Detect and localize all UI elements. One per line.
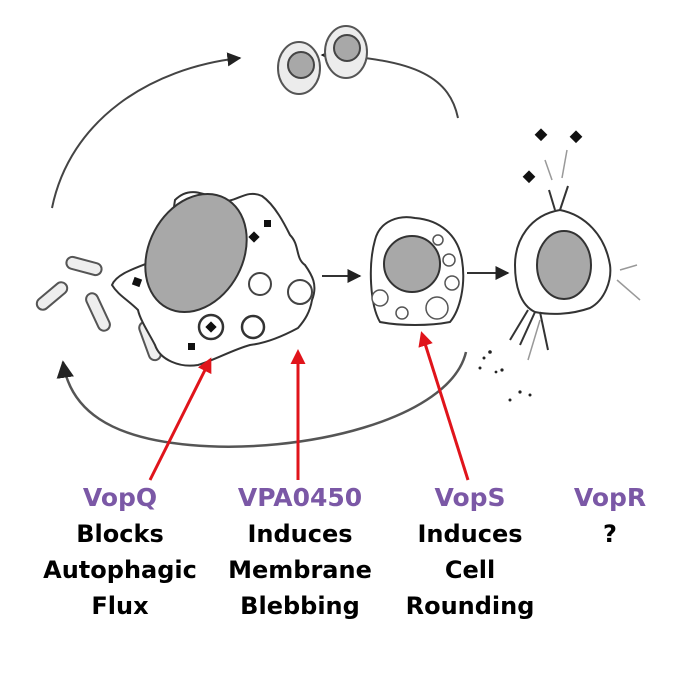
effect-line: Blebbing: [240, 592, 360, 620]
effect-line: Induces: [417, 520, 523, 548]
cycle-arrow-bottom: [56, 351, 468, 448]
released-cells: [277, 25, 368, 95]
effector-name: VPA0450: [237, 483, 363, 512]
effect-line: Rounding: [405, 592, 535, 620]
effector-name: VopS: [434, 483, 506, 512]
effect-line: ?: [603, 520, 617, 548]
cycle-arrow-top-left: [51, 52, 242, 209]
vops-pointer-arrow: [418, 331, 470, 481]
vopq-pointer-arrow: [148, 357, 212, 481]
effect-line: Induces: [247, 520, 353, 548]
effector-vopq: VopQ Blocks Autophagic Flux: [30, 480, 210, 624]
effector-name: VopR: [573, 483, 647, 512]
effect-line: Flux: [91, 592, 149, 620]
rounded-cell: [369, 216, 465, 326]
effect-line: Membrane: [228, 556, 372, 584]
effector-vops: VopS Induces Cell Rounding: [390, 480, 550, 624]
effector-vpa0450: VPA0450 Induces Membrane Blebbing: [210, 480, 390, 624]
infected-cell: [110, 191, 316, 367]
effector-name: VopQ: [82, 483, 158, 512]
effect-line: Cell: [444, 556, 496, 584]
effect-line: Autophagic: [43, 556, 197, 584]
effector-vopr: VopR ?: [550, 480, 670, 552]
effect-line: Blocks: [76, 520, 164, 548]
lysed-cell: [478, 128, 641, 402]
